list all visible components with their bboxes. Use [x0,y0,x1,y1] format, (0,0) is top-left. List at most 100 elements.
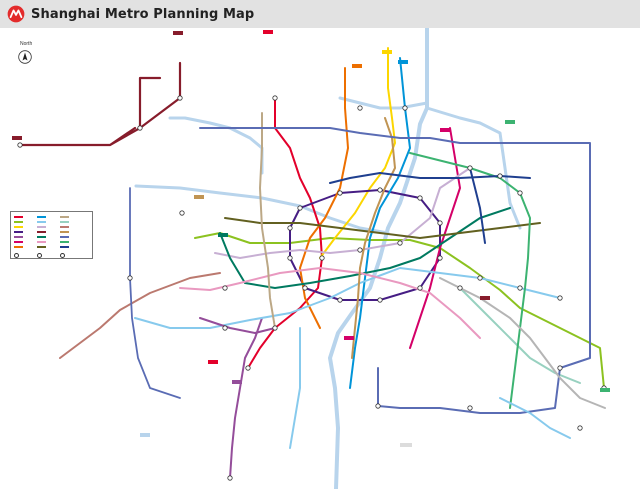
terminal-tag [344,336,354,340]
metro-line-2[interactable] [194,232,605,389]
north-label: North [20,41,33,47]
station-interchange[interactable] [402,105,408,111]
station-interchange[interactable] [127,275,133,281]
metro-line-9[interactable] [134,267,561,329]
station-interchange[interactable] [377,297,383,303]
legend-line-2 [14,219,34,225]
metro-line-18[interactable] [351,117,396,359]
terminal-tag [400,443,412,447]
terminal-tag [194,195,204,199]
legend-line-13 [37,239,57,245]
station-interchange[interactable] [437,220,443,226]
station-interchange[interactable] [222,285,228,291]
metro-map-canvas[interactable]: North [0,28,640,489]
terminal-tag [440,128,450,132]
legend-line-3 [14,224,34,230]
legend-line-19 [60,234,80,240]
station-interchange[interactable] [177,95,183,101]
station-interchange[interactable] [517,285,523,291]
station-interchange[interactable] [337,297,343,303]
station-interchange[interactable] [337,190,343,196]
station-interchange[interactable] [417,195,423,201]
legend-line-20 [60,239,80,245]
metro-line-south[interactable] [289,327,301,449]
legend-terminus-symbol [60,251,84,258]
station-interchange[interactable] [557,365,563,371]
station-interchange[interactable] [467,165,473,171]
terminal-tag [600,388,610,392]
station-interchange[interactable] [272,95,278,101]
legend-line-17 [60,224,80,230]
station-interchange[interactable] [297,205,303,211]
river-layer [134,28,522,489]
river-north [338,96,429,110]
metro-line-11-north[interactable] [18,76,162,147]
metro-line-6[interactable] [409,127,461,349]
station-interchange[interactable] [357,247,363,253]
metro-line-20[interactable] [409,152,531,409]
map-legend [10,211,93,259]
terminal-tags [12,30,610,447]
legend-line-14 [37,244,57,250]
metro-line-southwest[interactable] [199,317,276,334]
station-interchange[interactable] [357,105,363,111]
huangpu-river [328,28,429,489]
terminal-tag [263,30,273,34]
metro-line-15[interactable] [259,112,276,329]
legend-line-1 [14,214,34,220]
station-interchange[interactable] [437,255,443,261]
metro-lines-layer [18,47,606,479]
terminal-tag [480,296,490,300]
metro-line-5[interactable] [229,317,263,479]
station-interchange[interactable] [245,365,251,371]
terminal-tag [382,50,392,54]
station-interchange[interactable] [272,325,278,331]
station-terminus[interactable] [17,142,23,148]
legend-line-9 [37,219,57,225]
station-interchange[interactable] [302,285,308,291]
station-interchange[interactable] [287,225,293,231]
station-interchange[interactable] [457,285,463,291]
station-interchange[interactable] [497,173,503,179]
station-interchange[interactable] [557,295,563,301]
station-interchange[interactable] [179,210,185,216]
legend-line-7 [14,244,34,250]
station-interchange[interactable] [227,475,233,481]
metro-line-8[interactable] [349,57,411,389]
station-interchange[interactable] [375,403,381,409]
terminal-tag [232,380,242,384]
metro-line-southeast[interactable] [499,397,571,439]
station-interchange[interactable] [319,255,325,261]
station-interchange[interactable] [417,285,423,291]
legend-station-symbol [14,251,38,258]
metro-line-west-loop[interactable] [129,187,181,399]
terminal-tag [505,120,515,124]
station-interchange[interactable] [477,275,483,281]
metro-line-12[interactable] [219,207,511,289]
metro-line-22[interactable] [439,277,606,409]
metro-map[interactable] [0,28,640,489]
station-interchange[interactable] [517,190,523,196]
terminal-tag [218,233,228,237]
legend-line-6 [14,239,34,245]
station-interchange[interactable] [577,425,583,431]
terminal-tag [352,64,362,68]
metro-line-19[interactable] [199,127,591,414]
station-interchange[interactable] [137,125,143,131]
station-interchange[interactable] [377,187,383,193]
station-interchange[interactable] [467,405,473,411]
metro-line-17[interactable] [59,272,221,359]
metro-line-14[interactable] [224,217,541,239]
legend-line-12 [37,234,57,240]
station-interchange[interactable] [397,240,403,246]
station-interchange[interactable] [222,325,228,331]
legend-line-18 [60,229,80,235]
metro-line-3[interactable] [319,47,396,259]
station-layer [17,95,607,481]
station-interchange[interactable] [287,255,293,261]
metro-line-1[interactable] [247,97,323,369]
north-arrow-icon [18,50,32,64]
header-bar: Shanghai Metro Planning Map [0,0,640,28]
metro-line-10[interactable] [214,167,471,259]
legend-interchange-symbol [37,251,61,258]
